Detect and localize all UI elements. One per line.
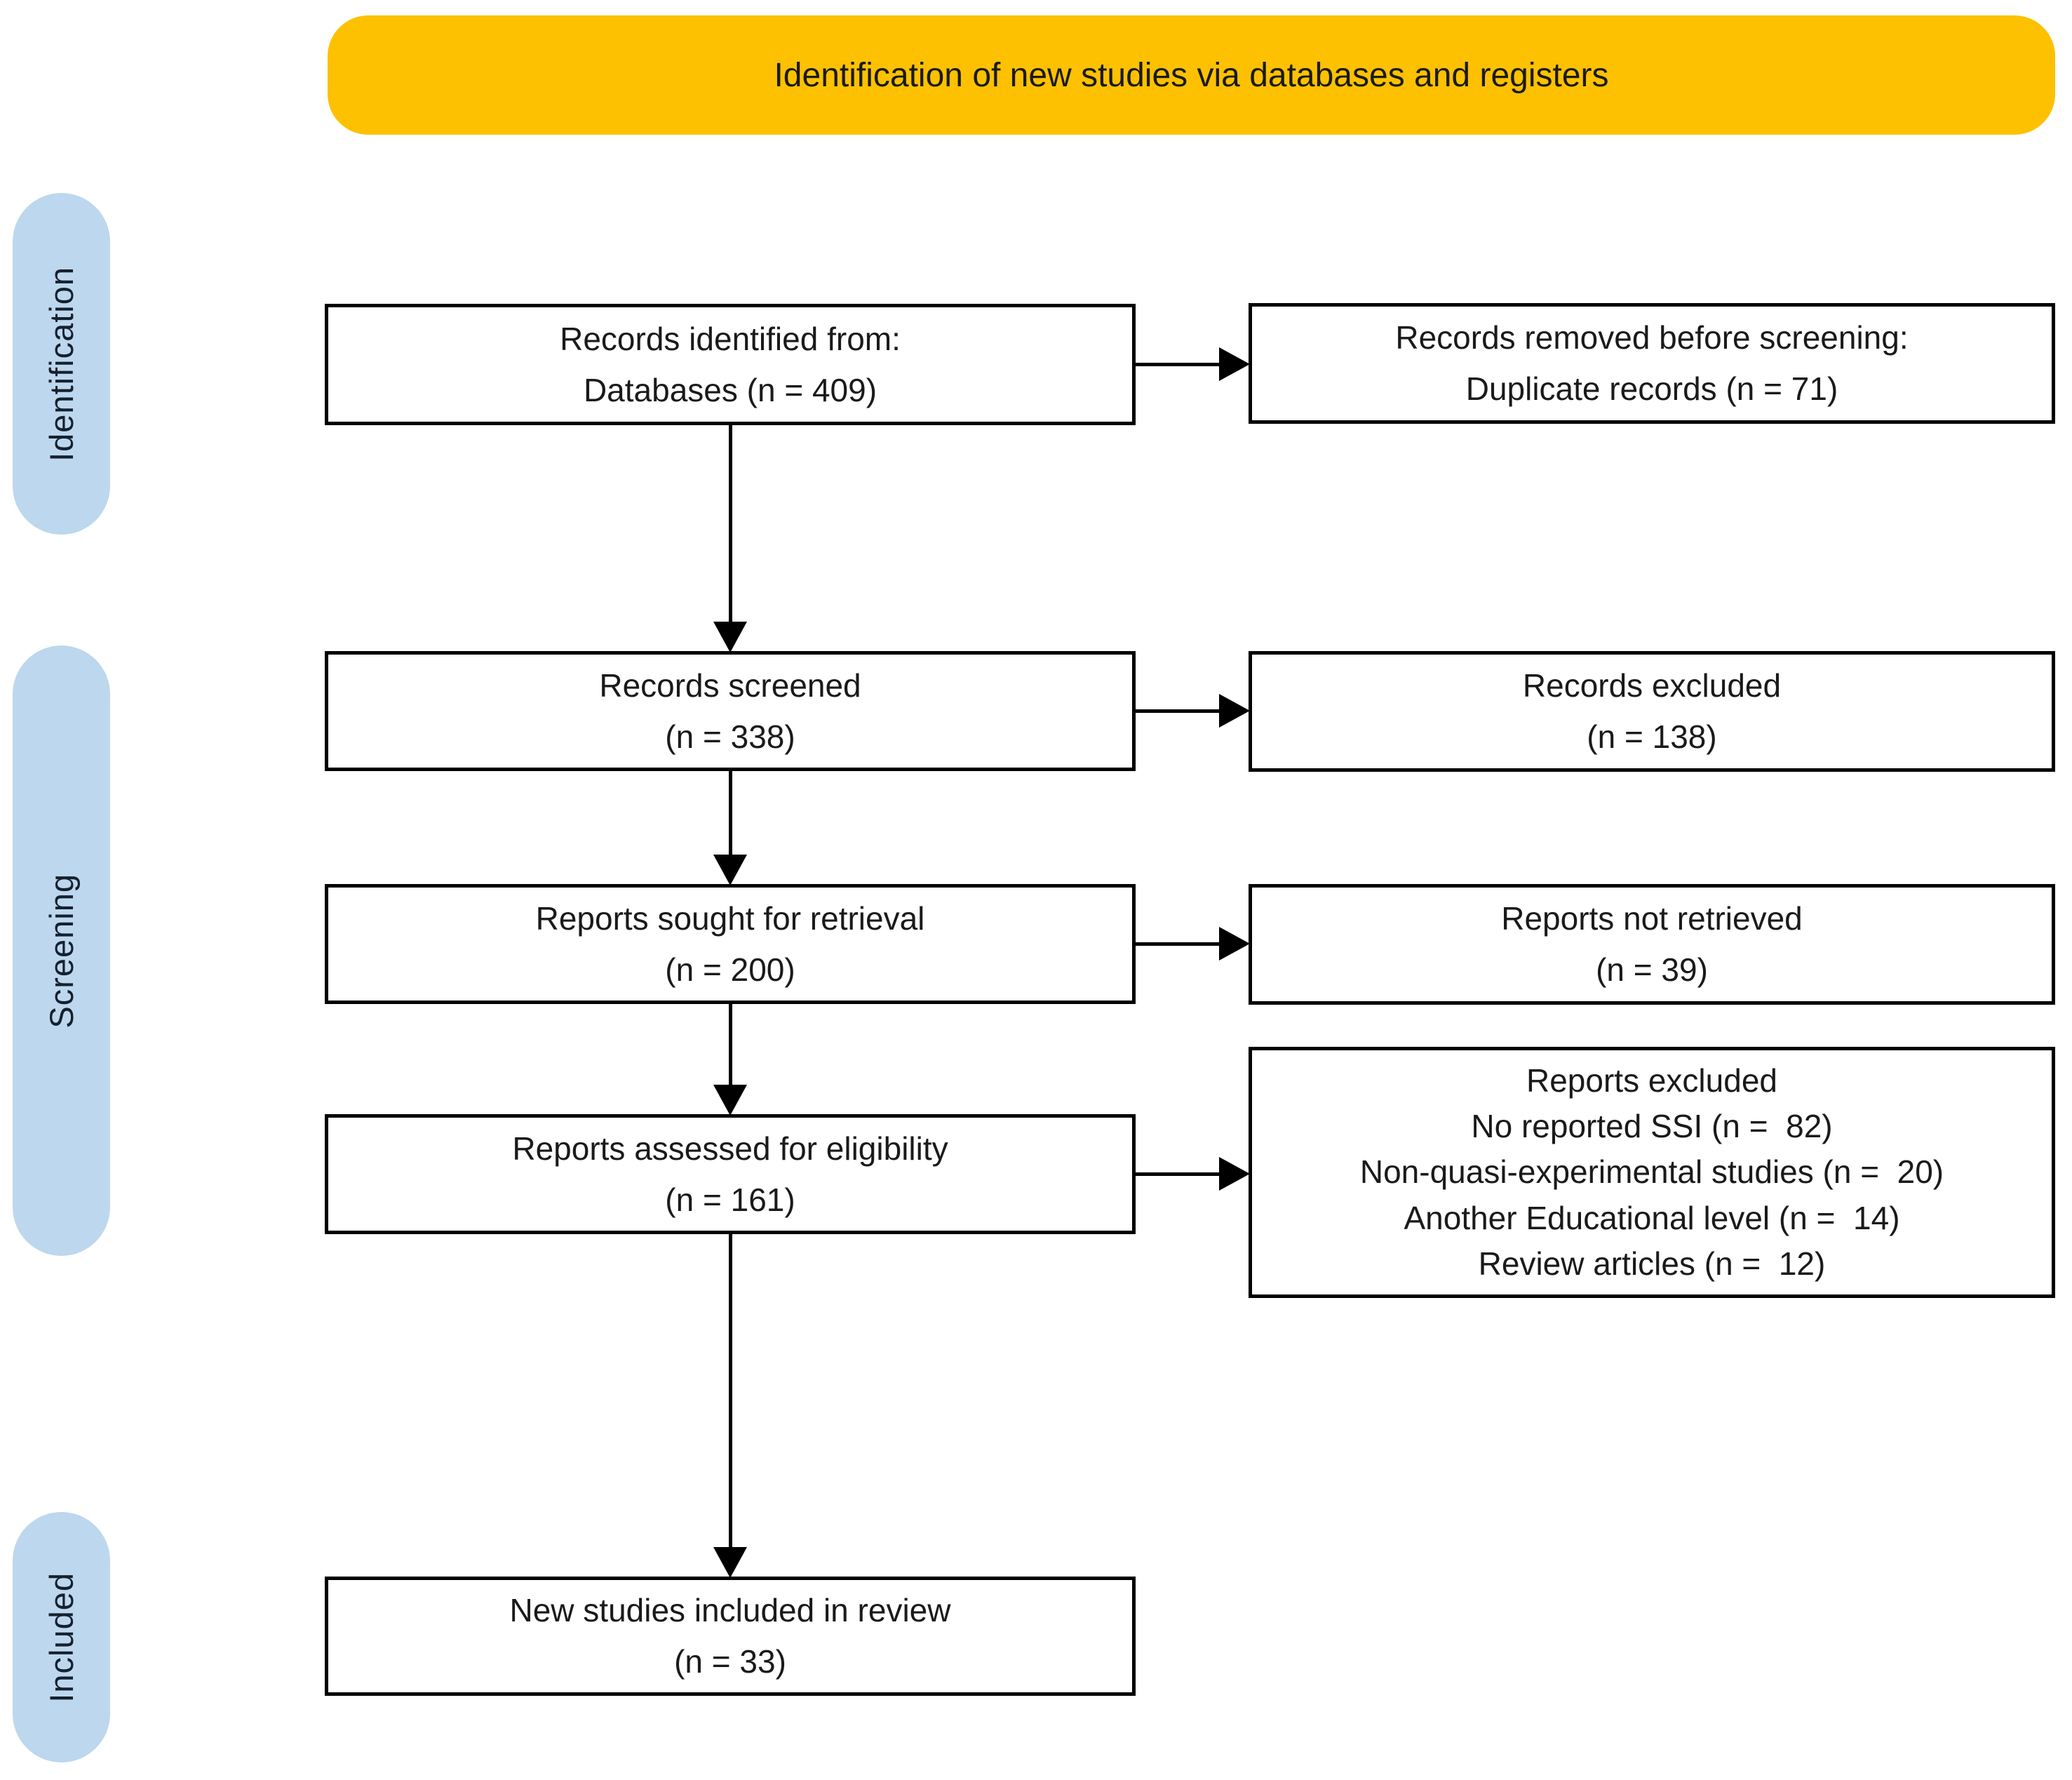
box-text-line: Reports sought for retrieval bbox=[535, 899, 925, 937]
arrow-identified-to-removed bbox=[1136, 347, 1250, 381]
box-text-line: Databases (n = 409) bbox=[583, 371, 877, 408]
box-text-line: Reports not retrieved bbox=[1501, 900, 1803, 937]
box-records-excluded: Records excluded (n = 138) bbox=[1249, 651, 2055, 772]
box-text-line: Reports assessed for eligibility bbox=[512, 1130, 948, 1167]
box-studies-included: New studies included in review (n = 33) bbox=[325, 1577, 1136, 1696]
box-text-line: Reports excluded bbox=[1526, 1062, 1777, 1099]
box-records-screened: Records screened (n = 338) bbox=[325, 651, 1136, 771]
arrow-line bbox=[729, 1234, 732, 1550]
arrow-head-icon bbox=[713, 1085, 747, 1116]
arrow-assessed-to-included bbox=[713, 1234, 747, 1578]
box-text-line: Review articles (n = 12) bbox=[1478, 1245, 1826, 1282]
arrow-line bbox=[729, 425, 732, 624]
arrow-line bbox=[1136, 363, 1222, 366]
box-reports-assessed: Reports assessed for eligibility (n = 16… bbox=[325, 1114, 1136, 1234]
arrow-line bbox=[1136, 1172, 1222, 1176]
arrow-sought-to-assessed bbox=[713, 1004, 747, 1116]
arrow-head-icon bbox=[713, 622, 747, 653]
box-records-removed: Records removed before screening: Duplic… bbox=[1249, 303, 2055, 424]
box-text-line: (n = 33) bbox=[674, 1643, 786, 1680]
arrow-line bbox=[729, 771, 732, 857]
box-records-identified: Records identified from: Databases (n = … bbox=[325, 304, 1136, 425]
box-text-line: Records screened bbox=[599, 667, 861, 704]
box-text-line: Records excluded bbox=[1522, 667, 1782, 704]
box-text-line: (n = 138) bbox=[1587, 718, 1717, 755]
arrow-head-icon bbox=[1219, 347, 1250, 381]
box-text-line: (n = 200) bbox=[665, 951, 795, 988]
arrow-screened-to-excluded bbox=[1136, 694, 1250, 728]
box-text-line: Another Educational level (n = 14) bbox=[1404, 1199, 1900, 1236]
box-reports-excluded: Reports excluded No reported SSI (n = 82… bbox=[1249, 1047, 2055, 1298]
banner: Identification of new studies via databa… bbox=[328, 15, 2055, 135]
box-text-line: (n = 338) bbox=[665, 718, 795, 755]
stage-label-screening: Screening bbox=[43, 873, 80, 1029]
banner-title: Identification of new studies via databa… bbox=[774, 56, 1609, 94]
arrow-line bbox=[729, 1004, 732, 1088]
box-text-line: Duplicate records (n = 71) bbox=[1465, 370, 1838, 407]
arrow-head-icon bbox=[1219, 927, 1250, 961]
arrow-head-icon bbox=[713, 855, 747, 885]
box-reports-not-retrieved: Reports not retrieved (n = 39) bbox=[1249, 884, 2055, 1005]
stage-label-identification: Identification bbox=[43, 266, 80, 462]
box-text-line: (n = 39) bbox=[1596, 951, 1708, 988]
box-text-line: No reported SSI (n = 82) bbox=[1471, 1108, 1833, 1145]
box-text-line: Non-quasi-experimental studies (n = 20) bbox=[1359, 1153, 1944, 1191]
arrow-head-icon bbox=[1219, 694, 1250, 728]
stage-pill-screening: Screening bbox=[13, 645, 110, 1256]
arrow-line bbox=[1136, 709, 1222, 713]
box-text-line: (n = 161) bbox=[665, 1181, 795, 1218]
box-reports-sought: Reports sought for retrieval (n = 200) bbox=[325, 884, 1136, 1004]
arrow-identified-to-screened bbox=[713, 425, 747, 653]
arrow-screened-to-sought bbox=[713, 771, 747, 885]
arrow-head-icon bbox=[1219, 1157, 1250, 1191]
arrow-line bbox=[1136, 942, 1222, 946]
arrow-assessed-to-reports-excluded bbox=[1136, 1157, 1250, 1191]
stage-label-included: Included bbox=[43, 1572, 80, 1703]
stage-pill-identification: Identification bbox=[13, 193, 110, 535]
stage-pill-included: Included bbox=[13, 1512, 110, 1762]
box-text-line: Records removed before screening: bbox=[1395, 319, 1909, 356]
box-text-line: New studies included in review bbox=[509, 1592, 951, 1629]
arrow-sought-to-not-retrieved bbox=[1136, 927, 1250, 961]
box-text-line: Records identified from: bbox=[560, 320, 901, 357]
arrow-head-icon bbox=[713, 1547, 747, 1578]
